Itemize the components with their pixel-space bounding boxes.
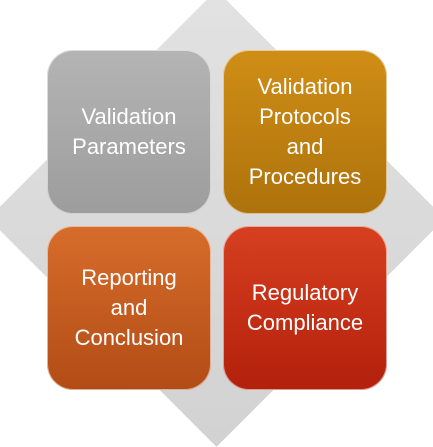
tile-reporting-conclusion: Reporting and Conclusion <box>47 226 211 390</box>
tile-validation-protocols-procedures: Validation Protocols and Procedures <box>223 50 387 214</box>
tile-validation-parameters: Validation Parameters <box>47 50 211 214</box>
tile-regulatory-compliance: Regulatory Compliance <box>223 226 387 390</box>
